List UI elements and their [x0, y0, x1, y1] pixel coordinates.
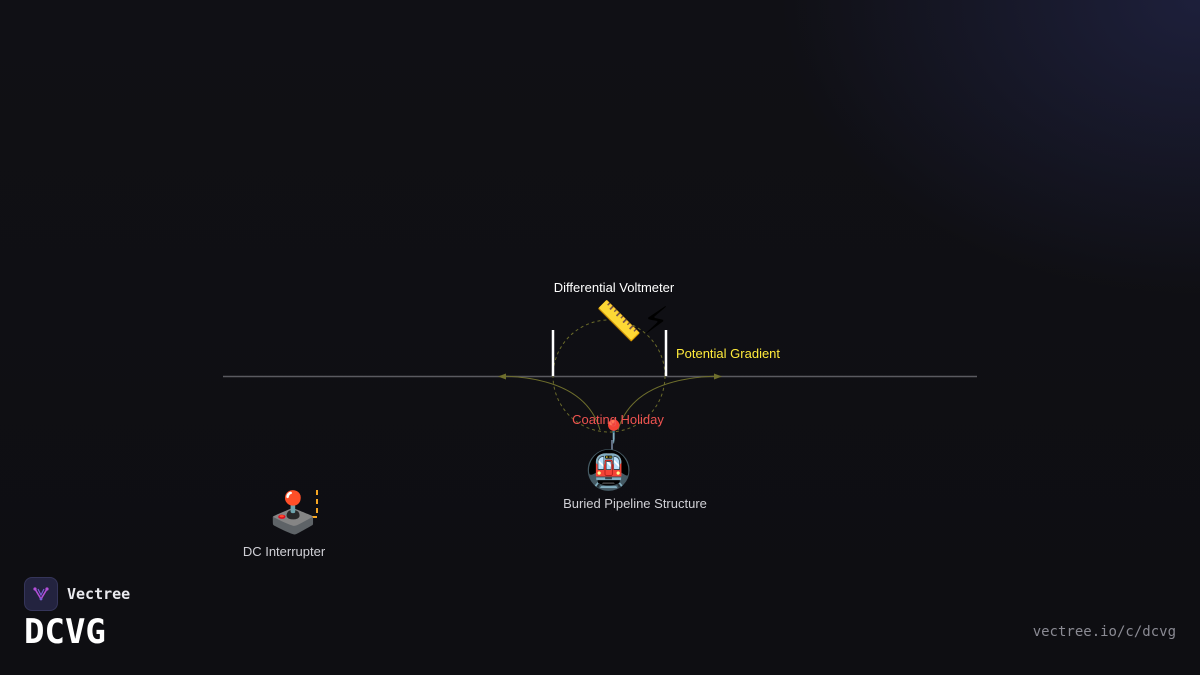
- dc-interrupter-label: DC Interrupter: [242, 544, 326, 559]
- vectree-logo-icon: [24, 577, 58, 611]
- voltmeter-label: Differential Voltmeter: [553, 280, 675, 295]
- interrupter-wire: [312, 490, 318, 518]
- joystick-icon: 🕹️: [268, 490, 318, 536]
- gradient-arrow-right: [714, 373, 722, 380]
- gradient-arrow-left: [498, 373, 506, 380]
- brand: Vectree: [24, 577, 130, 611]
- pipeline-structure-label: Buried Pipeline Structure: [563, 496, 707, 511]
- coating-holiday-label: Coating Holiday: [572, 412, 664, 427]
- potential-gradient-label: Potential Gradient: [675, 346, 781, 361]
- gradient-curve-right: [617, 375, 721, 431]
- map-pin-icon: 📍: [600, 420, 628, 445]
- source-url[interactable]: vectree.io/c/dcvg: [1032, 624, 1176, 640]
- gradient-curve-left: [499, 375, 601, 431]
- brand-name: Vectree: [67, 585, 131, 603]
- ruler-lightning-icon: 📏⚡: [595, 299, 669, 343]
- tram-icon: 🚇: [585, 448, 633, 492]
- page-title: DCVG: [24, 612, 106, 652]
